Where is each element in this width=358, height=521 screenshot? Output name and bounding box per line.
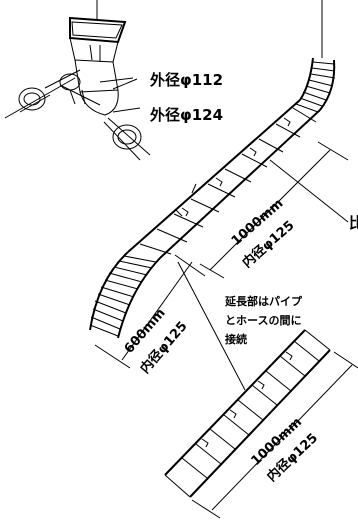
lower-pipe [164,329,358,519]
note-line-2: とホースの間に [225,314,301,327]
note-line-1: 延長部はパイプ [224,294,303,308]
outer-diameter-124-label: 外径φ124 [149,106,223,124]
adapter-fitting [4,0,151,161]
note-line-3: 接続 [225,332,247,346]
upper-pipe [127,99,321,259]
upper-bend-hose [295,0,336,113]
upper-pipe-dimensions [199,141,349,279]
flexible-hose [89,251,161,339]
outer-diameter-112-label: 外径φ112 [149,71,223,89]
cut-off-label: 比 [349,214,358,232]
hose-dimensions [94,254,246,391]
